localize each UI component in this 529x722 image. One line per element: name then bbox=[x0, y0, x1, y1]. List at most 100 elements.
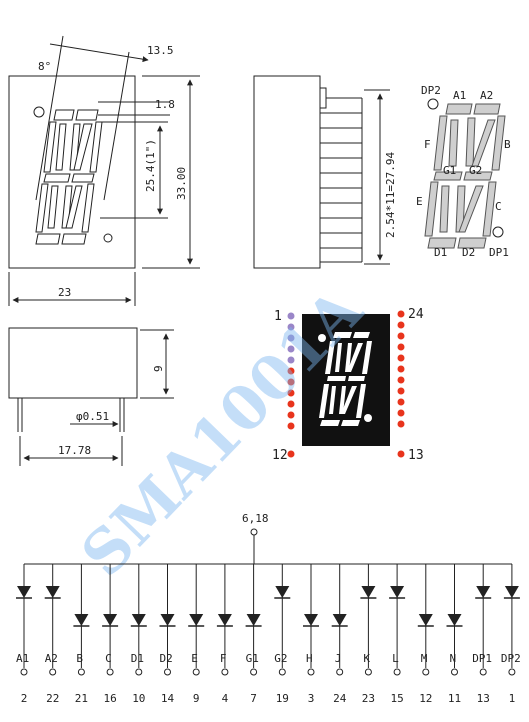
pin-terminal bbox=[221, 668, 229, 676]
front-14-segment-digit bbox=[35, 109, 103, 245]
pin-terminal bbox=[77, 668, 85, 676]
circuit-column-d1: D1 10 bbox=[130, 564, 147, 705]
seg-label-d1: D1 bbox=[434, 246, 447, 259]
pin-terminal bbox=[250, 668, 258, 676]
pin-number: 23 bbox=[362, 692, 375, 705]
segment-label: G1 bbox=[246, 652, 259, 665]
common-node bbox=[250, 528, 258, 536]
segment-label: D1 bbox=[131, 652, 144, 665]
left-pin-row bbox=[287, 312, 295, 458]
pin-terminal bbox=[393, 668, 401, 676]
segment-label: A2 bbox=[45, 652, 58, 665]
front-view bbox=[8, 35, 200, 306]
segment-label: C bbox=[105, 652, 112, 665]
total-height-label: 33.00 bbox=[175, 167, 188, 200]
pin-number: 16 bbox=[104, 692, 117, 705]
pin-terminal bbox=[451, 668, 458, 676]
pin-number: 21 bbox=[75, 692, 88, 705]
segment-label: E bbox=[191, 652, 198, 665]
segment-label: H bbox=[306, 652, 313, 665]
pin-24-label: 24 bbox=[408, 307, 424, 322]
circuit-column-g1: G1 7 bbox=[245, 564, 262, 705]
diode-icon bbox=[103, 614, 118, 626]
seg-label-a1: A1 bbox=[453, 89, 466, 102]
char-height-label: 25.4(1") bbox=[144, 139, 157, 192]
seg-label-e: E bbox=[416, 195, 423, 208]
segment-label: B bbox=[76, 652, 83, 665]
face-dp2 bbox=[318, 334, 326, 342]
circuit-column-e: E9 bbox=[188, 564, 205, 705]
pin-terminal bbox=[508, 668, 516, 676]
segment-label: N bbox=[450, 652, 457, 665]
top-dim-label: 13.5 bbox=[147, 44, 174, 57]
diode-icon bbox=[476, 586, 491, 598]
pin-number: 10 bbox=[132, 692, 145, 705]
pin-number: 12 bbox=[419, 692, 432, 705]
face-dp1 bbox=[364, 414, 372, 422]
pin-terminal bbox=[164, 668, 171, 676]
pin-number: 15 bbox=[391, 692, 404, 705]
diode-icon bbox=[17, 586, 31, 598]
diode-icon bbox=[131, 614, 146, 626]
circuit-column-b: B 21 bbox=[73, 564, 90, 705]
diode-icon bbox=[390, 586, 405, 598]
pin-terminal bbox=[479, 668, 487, 676]
pin-terminal bbox=[336, 668, 344, 676]
circuit-column-f: F4 bbox=[216, 564, 233, 705]
seg-label-dp1: DP1 bbox=[489, 246, 509, 259]
height-label: 9 bbox=[152, 365, 165, 372]
segment-label: D2 bbox=[160, 652, 173, 665]
circuit-column-k: K 23 bbox=[360, 564, 377, 705]
pin-number: 1 bbox=[509, 692, 516, 705]
segment-label: F bbox=[220, 652, 227, 665]
segment-label: J bbox=[335, 652, 342, 665]
seg-label-d2: D2 bbox=[462, 246, 475, 259]
pin-terminal bbox=[106, 668, 114, 676]
bottom-body-outline bbox=[8, 327, 138, 399]
diode-icon bbox=[418, 614, 433, 626]
pin-terminal bbox=[20, 668, 28, 676]
circuit-column-j: J24 bbox=[331, 564, 348, 705]
pin-number: 4 bbox=[222, 692, 229, 705]
pin-1-label: 1 bbox=[274, 309, 282, 324]
seg-label-b: B bbox=[504, 138, 511, 151]
pitch-label: 2.54*11=27.94 bbox=[384, 152, 397, 238]
seg-dim-label: 1.8 bbox=[155, 98, 175, 111]
common-pin-label: 6,18 bbox=[242, 512, 269, 525]
pin-terminal bbox=[364, 668, 372, 676]
circuit-column-m: M 12 bbox=[417, 564, 434, 705]
angle-label: 8° bbox=[38, 60, 51, 73]
segment-label: DP2 bbox=[501, 652, 521, 665]
diode-icon bbox=[447, 614, 462, 626]
diode-icon bbox=[217, 614, 232, 626]
circuit-column-n: N11 bbox=[446, 564, 463, 705]
diode-icon bbox=[275, 586, 290, 598]
pin-terminal bbox=[135, 668, 143, 676]
pin-number: 7 bbox=[250, 692, 257, 705]
pin-number: 19 bbox=[276, 692, 289, 705]
seg-label-g1: G1 bbox=[443, 164, 456, 177]
segment-label: K bbox=[363, 652, 370, 665]
seg-label-g2: G2 bbox=[469, 164, 482, 177]
circuit-column-c: C 16 bbox=[102, 564, 119, 705]
face-digit bbox=[319, 332, 372, 426]
diode-icon bbox=[246, 614, 261, 626]
right-pin-row bbox=[397, 310, 405, 458]
circuit-columns: A12A222B21C16D110D214E9F4G17G219H3J24K23… bbox=[16, 564, 521, 705]
pin-view bbox=[287, 310, 405, 458]
seg-label-dp2: DP2 bbox=[421, 84, 441, 97]
circuit-column-a1: A12 bbox=[16, 564, 32, 705]
pin-terminal bbox=[422, 668, 430, 676]
segment-label: A1 bbox=[16, 652, 29, 665]
diode-icon bbox=[304, 614, 318, 626]
side-body-outline bbox=[253, 75, 321, 269]
dp2-dot bbox=[427, 98, 439, 110]
segment-label: M bbox=[421, 652, 428, 665]
bottom-view bbox=[8, 327, 174, 466]
pin-number: 14 bbox=[161, 692, 175, 705]
diode-icon bbox=[189, 614, 204, 626]
